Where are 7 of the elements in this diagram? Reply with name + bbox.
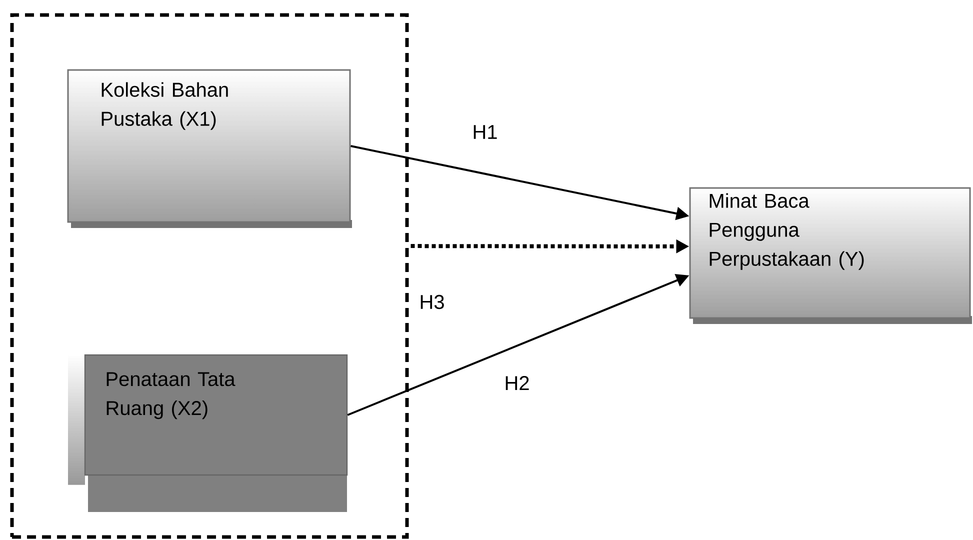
variable-box: Minat Baca Pengguna Perpustakaan (Y) xyxy=(689,187,972,324)
variable-box: Penataan Tata Ruang (X2) xyxy=(68,354,348,512)
dashed-frame xyxy=(10,13,409,539)
edge-label: H3 xyxy=(418,294,446,310)
edge-label: H1 xyxy=(471,124,499,140)
variable-box: Koleksi Bahan Pustaka (X1) xyxy=(67,69,352,228)
edge-label: H2 xyxy=(503,375,531,391)
